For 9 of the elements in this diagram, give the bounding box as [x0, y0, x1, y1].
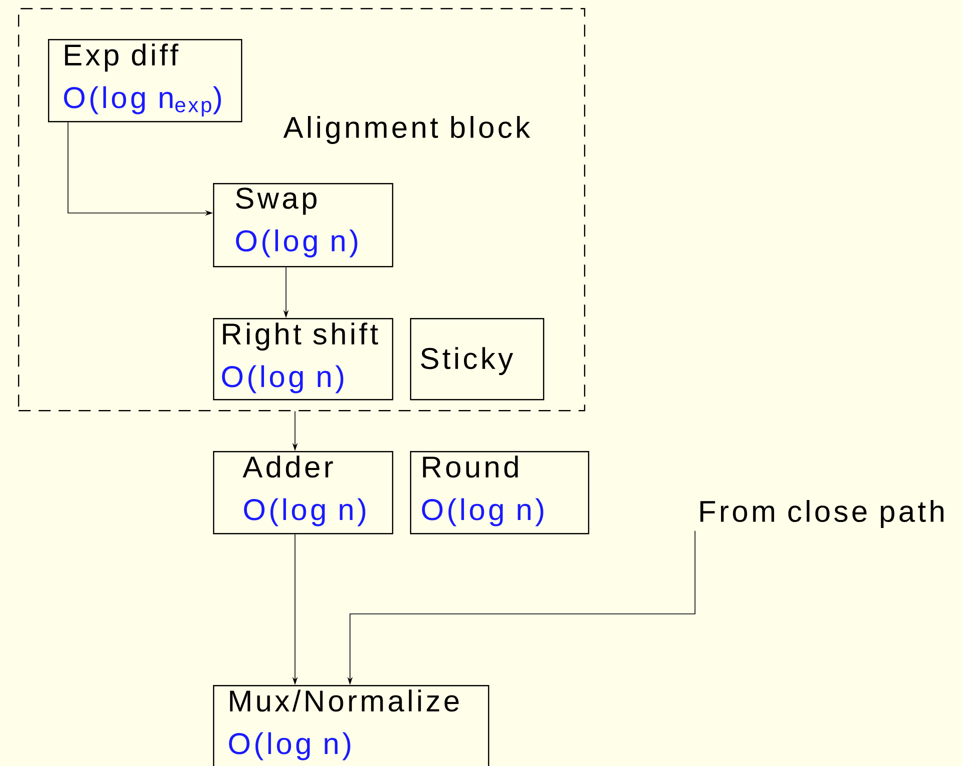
process-box: Right shift O(log n) [213, 318, 394, 400]
process-box: Round O(log n) [410, 450, 590, 534]
group-title: Alignment block [283, 116, 530, 144]
process-box: Adder O(log n) [213, 450, 394, 534]
source-label: From close path [700, 500, 944, 528]
process-box: Sticky [410, 318, 544, 400]
process-box: Swap O(log n) [213, 183, 394, 268]
process-box: Exp diff O(log n$_{exp}$) [48, 39, 242, 122]
process-box: Mux/Normalize O(log n) [213, 685, 490, 766]
